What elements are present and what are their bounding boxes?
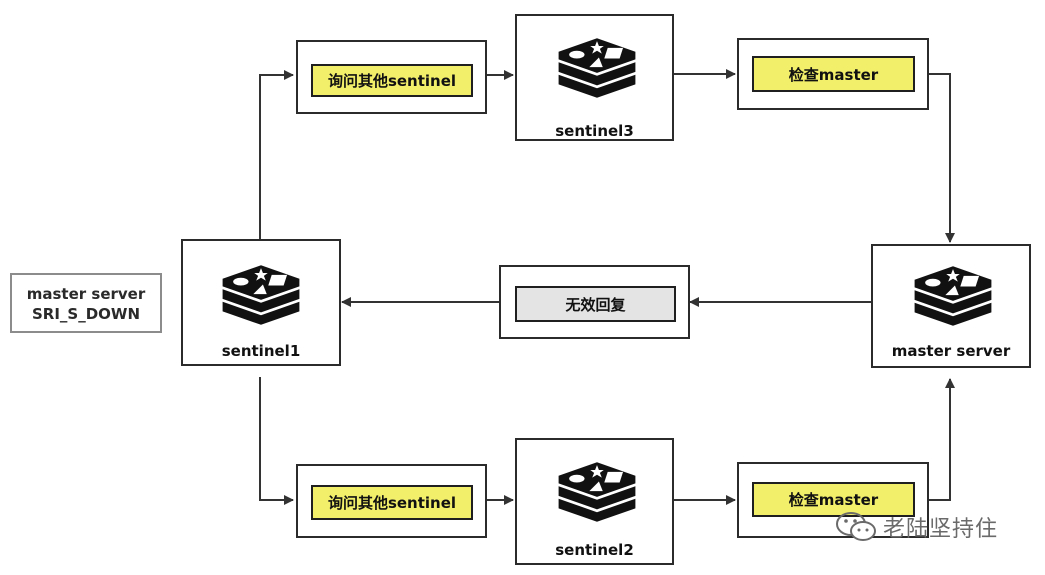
redis-logo-icon [914, 266, 992, 326]
ask-sentinel-bottom-box: 询问其他sentinel [296, 464, 487, 538]
ask-sentinel-bottom-label: 询问其他sentinel [311, 485, 473, 520]
sentinel3-label: sentinel3 [555, 122, 634, 140]
redis-logo-icon [558, 38, 636, 98]
arrow-check-bottom-to-master [929, 378, 955, 501]
master-server-label: master server [891, 342, 1011, 360]
redis-logo-icon [558, 462, 636, 522]
watermark: 老陆坚持住 [835, 510, 998, 544]
watermark-text: 老陆坚持住 [883, 517, 999, 542]
sentinel1-label: sentinel1 [221, 342, 301, 360]
master-status-box: master server SRI_S_DOWN [10, 273, 162, 333]
ask-sentinel-top-label: 询问其他sentinel [311, 64, 473, 97]
ask-sentinel-top-box: 询问其他sentinel [296, 40, 487, 114]
master-server-node: master server [871, 244, 1031, 368]
arrow-check-top-to-master [929, 73, 955, 243]
sentinel1-node: sentinel1 [181, 239, 341, 366]
sentinel3-node: sentinel3 [515, 14, 674, 141]
check-master-top-box: 检查master [737, 38, 929, 110]
invalid-reply-label: 无效回复 [515, 286, 676, 322]
status-line-1: master server [26, 285, 146, 303]
invalid-reply-box: 无效回复 [499, 265, 690, 339]
check-master-top-label: 检查master [752, 56, 915, 92]
arrow-sentinel1-to-ask-bottom [259, 377, 294, 505]
arrow-sentinel1-to-ask-top [259, 70, 294, 240]
check-master-bottom-label: 检查master [752, 482, 915, 517]
wechat-icon [836, 512, 876, 541]
redis-logo-icon [222, 265, 300, 325]
sentinel2-label: sentinel2 [555, 541, 634, 559]
check-master-bottom-box: 检查master [737, 462, 929, 538]
status-line-2: SRI_S_DOWN [31, 305, 141, 323]
sentinel2-node: sentinel2 [515, 438, 674, 565]
